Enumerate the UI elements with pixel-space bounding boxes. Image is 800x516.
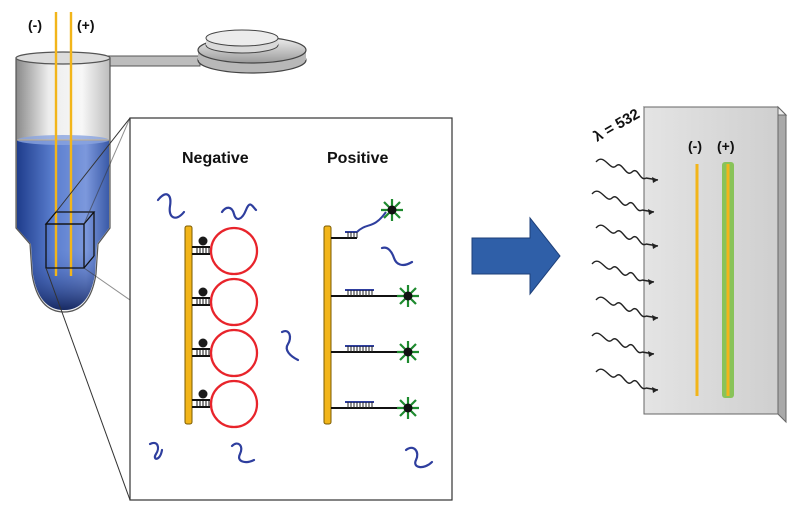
detection-slide: (-) (+): [642, 105, 788, 424]
free-target-strands: [148, 193, 434, 469]
quencher-dot: [198, 236, 208, 246]
hairpin-probe: [192, 379, 259, 429]
positive-nanowire: [323, 225, 332, 425]
tube-minus-label: (-): [28, 17, 42, 33]
fluorophore-star: [395, 339, 421, 365]
hairpin-probe: [192, 277, 259, 327]
hairpin-probe: [192, 226, 259, 276]
laser-wave: [591, 332, 655, 357]
negative-nanowire: [184, 225, 193, 425]
target-strand: [148, 441, 164, 460]
target-strand: [220, 203, 258, 220]
tube-hinge: [107, 55, 201, 67]
quencher-dot: [198, 287, 208, 297]
hairpin-loop: [209, 328, 259, 378]
zoom-line-top: [55, 117, 131, 213]
target-strand: [230, 442, 256, 464]
fluorophore-star: [379, 197, 405, 223]
duplex-probe: [331, 283, 421, 309]
target-strand: [280, 330, 300, 362]
target-strand: [156, 193, 186, 219]
hairpin-loop: [209, 226, 259, 276]
duplex-probe: [331, 395, 421, 421]
hairpin-loop: [209, 379, 259, 429]
hairpin-probes: [192, 226, 259, 429]
laser-wave: [595, 296, 659, 321]
fluorophore-star: [395, 283, 421, 309]
hairpin-probe: [192, 328, 259, 378]
positive-label: Positive: [327, 150, 388, 167]
fluorophore-star: [395, 395, 421, 421]
duplex-probe: [331, 197, 405, 239]
quencher-dot: [198, 389, 208, 399]
negative-label: Negative: [182, 150, 249, 167]
laser-wave: [591, 190, 655, 215]
laser-wave: [595, 224, 659, 249]
hairpin-loop: [209, 277, 259, 327]
inset-panel: Negative Positive: [129, 117, 453, 501]
process-arrow: [471, 216, 561, 296]
laser-wave: [595, 158, 659, 183]
laser-wave: [595, 368, 659, 393]
slide-plus-label: (+): [717, 138, 735, 154]
tube-lid: [197, 29, 307, 74]
laser-excitation-waves: [591, 158, 659, 393]
hybridized-duplexes: [331, 197, 421, 421]
target-strand: [380, 246, 414, 267]
target-strand: [404, 446, 434, 469]
zoom-line-bottom: [45, 267, 131, 501]
tube-plus-label: (+): [77, 17, 95, 33]
slide-minus-label: (-): [688, 138, 702, 154]
duplex-probe: [331, 339, 421, 365]
wavelength-label: λ = 532: [591, 106, 643, 146]
laser-wave: [591, 260, 655, 285]
quencher-dot: [198, 338, 208, 348]
microcentrifuge-tube: (-) (+): [15, 12, 307, 313]
magnification-region: [44, 211, 96, 269]
